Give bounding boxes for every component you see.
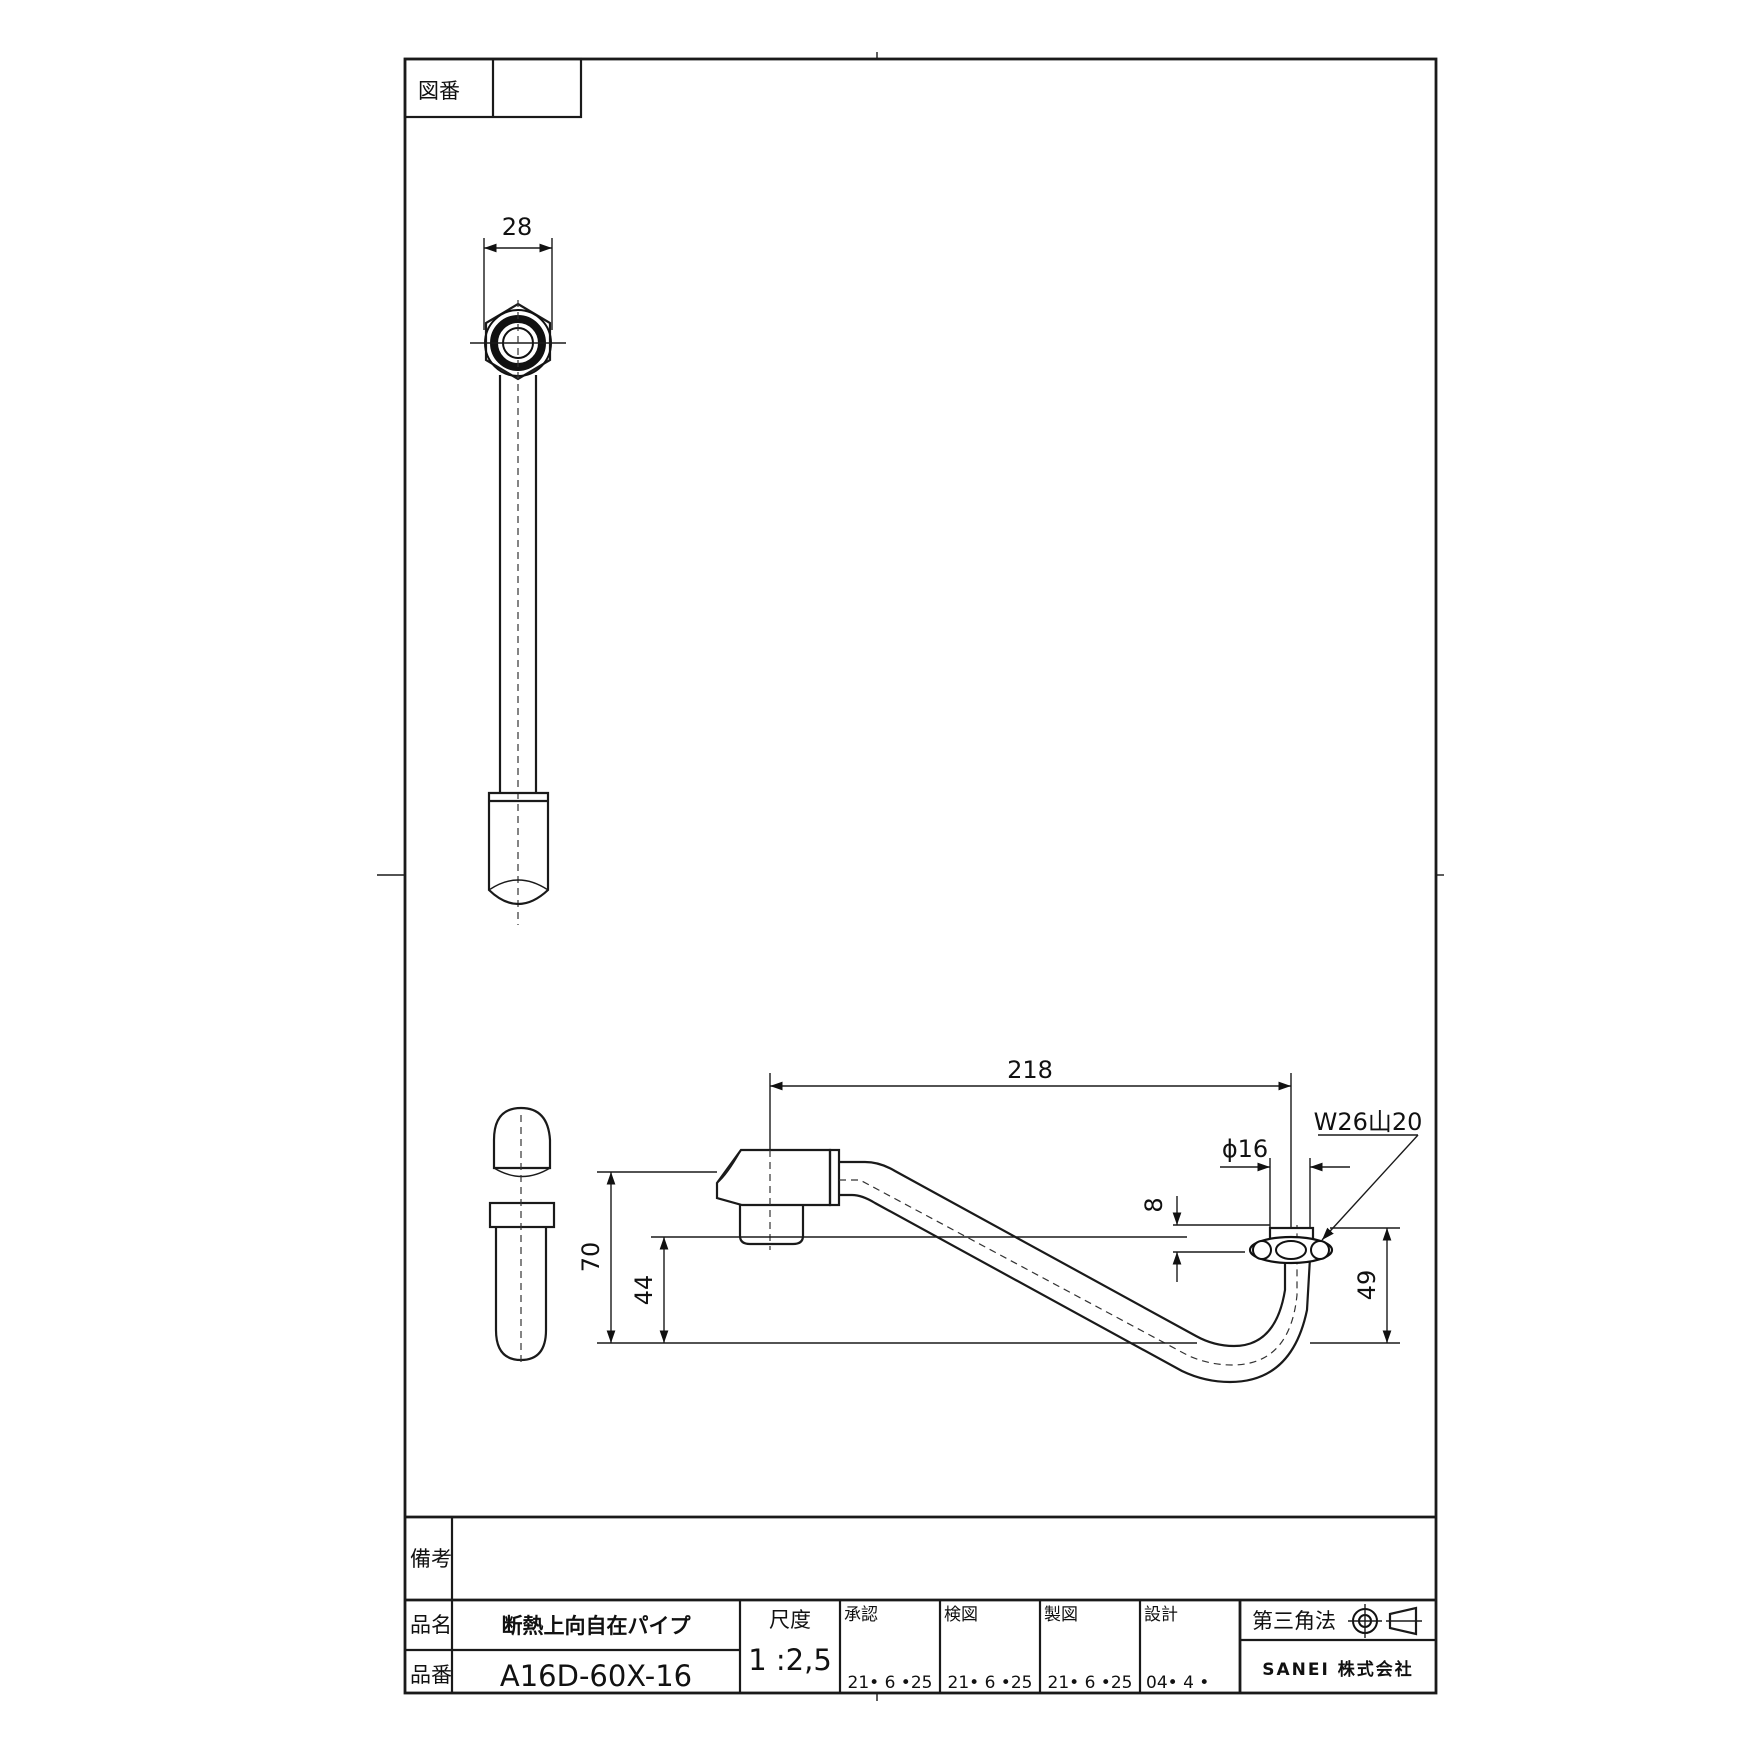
remarks-label: 備考 (410, 1547, 452, 1571)
dim-height-total: 70 (577, 1242, 605, 1273)
side-view: 218 70 44 8 49 ϕ16 W26山20 (577, 1056, 1423, 1384)
third-angle-projection-icon (1348, 1604, 1422, 1638)
dim-thread: W26山20 (1314, 1108, 1423, 1136)
scale-label: 尺度 (769, 1608, 811, 1632)
product-name-label: 品名 (410, 1613, 452, 1637)
dim-width-top: 28 (502, 213, 533, 241)
dim-height-tail: 49 (1353, 1270, 1381, 1301)
approved-date: 21• 6 •25 (848, 1673, 933, 1693)
drawing-number-box: 図番 (403, 57, 583, 119)
dim-height-outlet: 44 (630, 1275, 658, 1306)
drawing-number-label: 図番 (418, 79, 460, 103)
product-number-label: 品番 (410, 1663, 452, 1687)
top-view: 28 (470, 213, 566, 925)
dim-diameter: ϕ16 (1222, 1135, 1268, 1163)
design-date: 04• 4 • (1146, 1673, 1209, 1693)
projection-label: 第三角法 (1252, 1609, 1336, 1633)
product-number: A16D-60X-16 (500, 1659, 692, 1693)
drawn-date: 21• 6 •25 (1048, 1673, 1133, 1693)
company-name: SANEI 株式会社 (1262, 1659, 1413, 1680)
swivel-body (715, 1148, 832, 1207)
title-block: 備考 品名 断熱上向自在パイプ 品番 A16D-60X-16 尺度 1 :2,5… (405, 1515, 1436, 1693)
checked-label: 検図 (944, 1605, 978, 1625)
design-label: 設計 (1144, 1605, 1178, 1625)
dim-drop: 8 (1140, 1197, 1168, 1212)
checked-date: 21• 6 •25 (948, 1673, 1033, 1693)
drawing-border (403, 57, 1438, 1695)
approved-label: 承認 (844, 1605, 878, 1625)
product-name: 断熱上向自在パイプ (502, 1614, 692, 1638)
end-view (488, 1106, 556, 1366)
drawn-label: 製図 (1044, 1605, 1078, 1625)
scale-value: 1 :2,5 (748, 1643, 832, 1677)
dim-length: 218 (1007, 1056, 1053, 1084)
centering-marks (377, 52, 1444, 1701)
